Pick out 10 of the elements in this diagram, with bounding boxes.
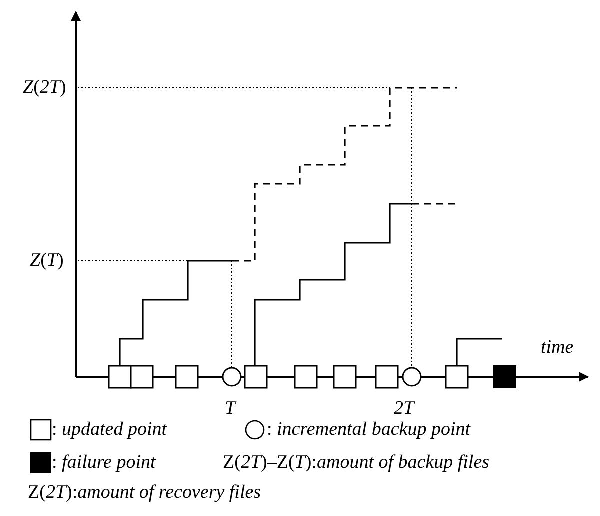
axis-title: time	[541, 337, 574, 359]
tick-label: T	[225, 398, 236, 420]
legend-text: : incremental backup point	[267, 419, 471, 441]
note-text: Z(2T)–Z(T):amount of backup files	[223, 452, 490, 474]
tick-label: 2T	[394, 398, 414, 420]
legend-text: : updated point	[52, 419, 168, 441]
legend-text: : failure point	[52, 452, 156, 474]
axis-value-label: Z(T)	[30, 250, 64, 272]
axis-value-label: Z(2T)	[23, 77, 66, 99]
note-text: Z(2T):amount of recovery files	[28, 482, 262, 504]
